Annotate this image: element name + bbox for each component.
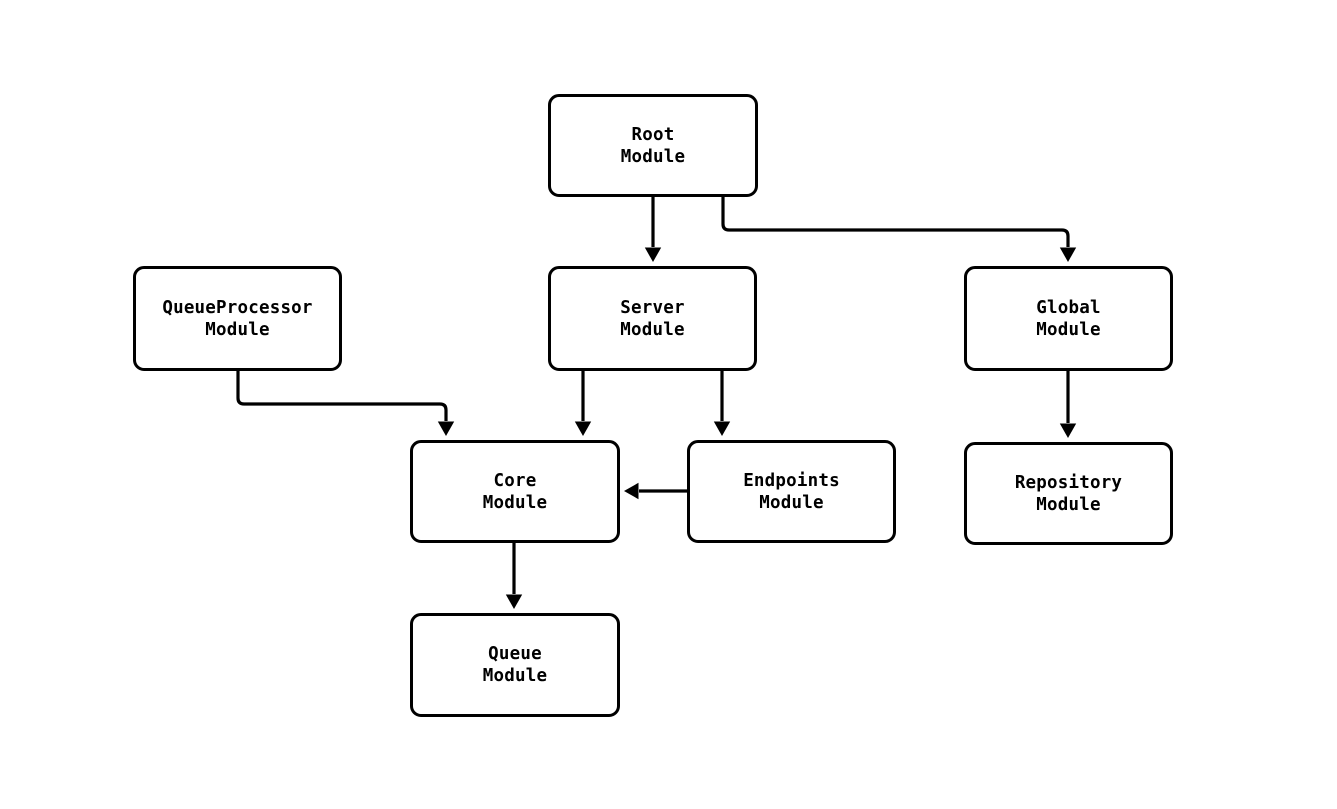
node-label-secondary: Module xyxy=(482,666,548,686)
arrowhead-root-to-server xyxy=(644,247,662,262)
node-label-primary: Queue xyxy=(488,644,542,664)
node-label-primary: Global xyxy=(1036,297,1101,318)
node-label-primary: Core xyxy=(493,470,537,491)
edge-queueprocessor-to-core xyxy=(236,371,448,421)
arrowhead-queueprocessor-to-core xyxy=(437,421,455,436)
node-label-secondary: Module xyxy=(620,146,686,167)
node-label-secondary: Module xyxy=(482,492,548,513)
arrowhead-server-to-endpoints xyxy=(713,421,731,436)
edge-paths xyxy=(236,197,1070,594)
node-label-secondary: Module xyxy=(620,319,685,340)
node-label-primary: Server xyxy=(620,297,685,318)
node-label-secondary: Module xyxy=(1036,494,1101,515)
node-label-secondary: Module xyxy=(759,492,824,513)
node-label-primary: Root xyxy=(631,124,675,145)
arrowhead-root-to-global xyxy=(1059,247,1077,262)
edge-arrowheads xyxy=(437,247,1077,609)
node-label-primary: QueueProcessor xyxy=(162,297,313,318)
edge-root-to-global xyxy=(721,197,1070,247)
arrowhead-server-to-core xyxy=(574,421,592,436)
node-label-secondary: Module xyxy=(205,319,270,340)
arrowhead-global-to-repository xyxy=(1059,423,1077,438)
arrowhead-endpoints-to-core xyxy=(624,482,639,500)
node-label-secondary: Module xyxy=(1036,319,1101,340)
node-label-primary: Endpoints xyxy=(743,470,840,491)
arrowhead-core-to-queue xyxy=(505,594,523,609)
node-label-primary: Repository xyxy=(1014,472,1123,493)
